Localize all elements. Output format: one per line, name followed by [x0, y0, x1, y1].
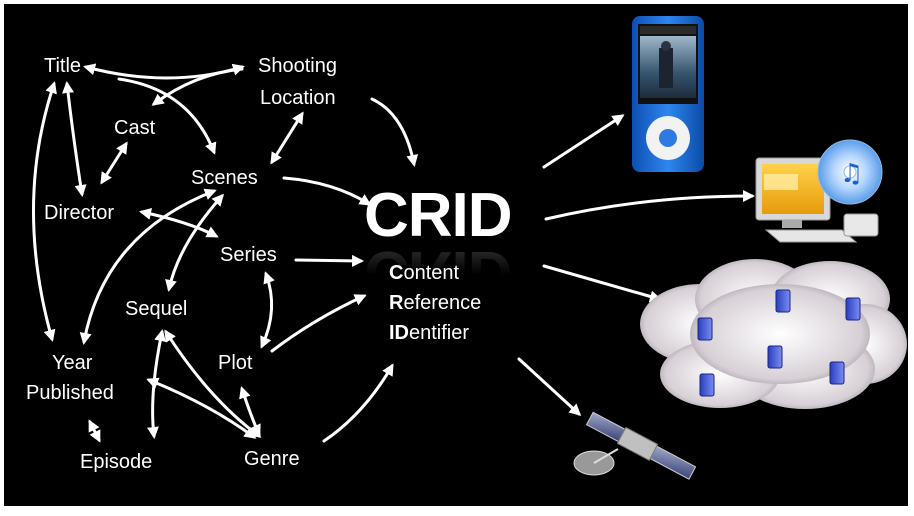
- node-year-published-line1: Year: [52, 352, 93, 374]
- crid-expansion-content: Content: [389, 262, 460, 284]
- ipod-icon: [632, 16, 704, 172]
- crid-title: CRID: [364, 181, 513, 250]
- node-shooting-location-line1: Shooting: [258, 55, 337, 77]
- node-plot: Plot: [218, 352, 253, 374]
- node-director: Director: [44, 202, 115, 224]
- arrow-year-genre: [146, 377, 257, 439]
- node-cast: Cast: [114, 117, 156, 139]
- arrow-crid-computer: [544, 190, 755, 221]
- arrow-plot-genre: [239, 386, 261, 437]
- relationship-arrows: [32, 63, 755, 443]
- arrow-crid-ipod: [542, 114, 625, 169]
- node-genre: Genre: [244, 448, 300, 470]
- arrow-shooting-cast: [151, 67, 244, 106]
- arrow-cast-director: [100, 141, 128, 185]
- node-episode: Episode: [80, 451, 153, 473]
- arrow-plot-crid: [270, 294, 367, 353]
- arrow-scenes-crid: [282, 176, 372, 206]
- arrow-year-episode: [88, 419, 101, 443]
- node-series: Series: [220, 244, 277, 266]
- node-shooting-location-line2: Location: [260, 87, 336, 109]
- computer-with-itunes-icon: ♫: [755, 139, 883, 243]
- node-year-published-line2: Published: [26, 382, 114, 404]
- arrow-scenes-sequel: [165, 193, 225, 292]
- arrow-title-director: [62, 81, 87, 197]
- arrow-crid-cloud: [542, 264, 662, 303]
- arrow-crid-satellite: [517, 357, 582, 417]
- diagram-canvas: Title Shooting Location Cast Scenes Dire…: [4, 4, 908, 506]
- arrow-title-year: [32, 81, 57, 342]
- crid-expansion-identifier: IDentifier: [389, 322, 470, 344]
- arrow-series-plot: [260, 271, 275, 349]
- arrow-genre-crid: [322, 363, 394, 443]
- satellite-icon: [573, 411, 697, 480]
- arrow-sequel-genre: [164, 329, 262, 438]
- svg-text:♫: ♫: [840, 159, 863, 189]
- arrow-series-crid: [294, 254, 364, 267]
- arrow-scenes-shooting: [270, 111, 304, 165]
- node-title: Title: [44, 55, 82, 77]
- server-cloud-icon: [640, 259, 907, 409]
- arrow-title-scenes: [117, 77, 217, 155]
- arrow-shooting-crid: [370, 97, 419, 167]
- node-scenes: Scenes: [191, 167, 258, 189]
- node-sequel: Sequel: [125, 298, 188, 320]
- crid-expansion-reference: Reference: [389, 292, 482, 314]
